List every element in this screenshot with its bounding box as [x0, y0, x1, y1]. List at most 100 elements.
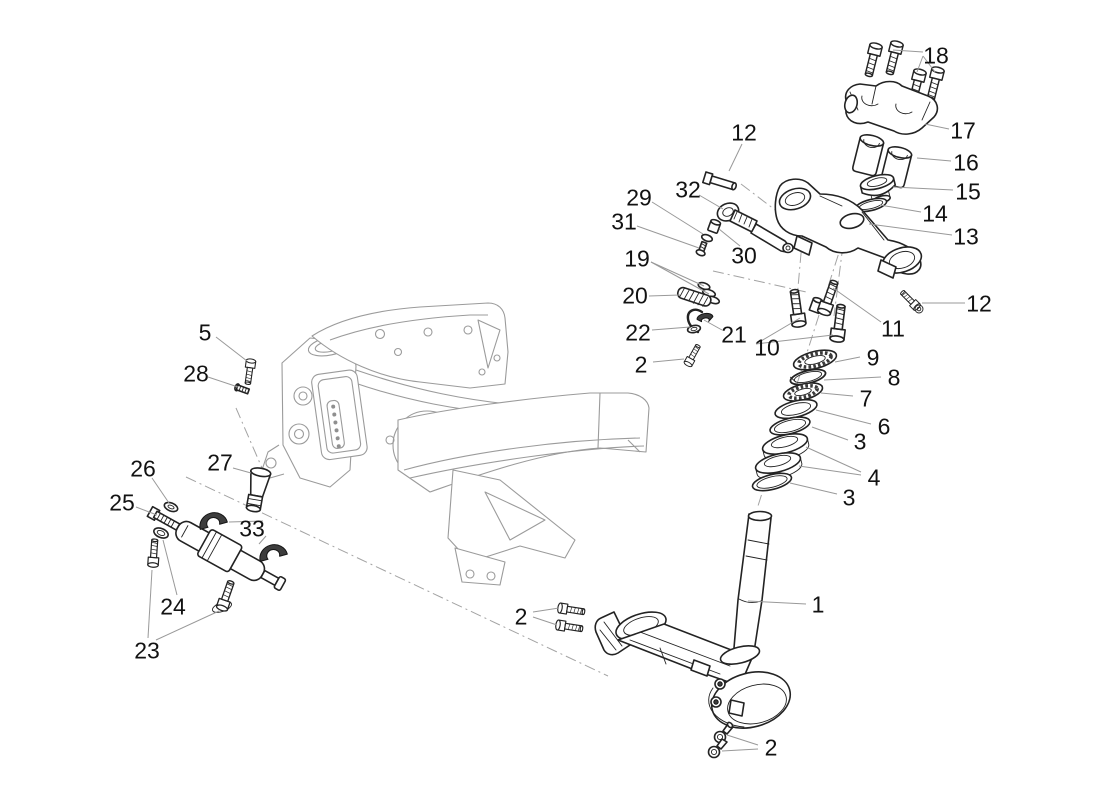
callout-2-3: 2 [765, 734, 778, 760]
part-yoke-bolts [786, 277, 849, 344]
leader-line [755, 317, 801, 345]
leader-line [650, 261, 710, 295]
leader-line [648, 294, 681, 297]
leader-line [747, 600, 807, 605]
construction-line [185, 476, 609, 677]
leader-line [258, 535, 267, 545]
callout-18-21: 18 [923, 42, 949, 68]
part-steering-nut [859, 173, 897, 205]
leader-line [718, 228, 741, 247]
callout-31-34: 31 [611, 208, 637, 234]
leader-line [703, 319, 723, 331]
leader-line [155, 610, 220, 641]
leader-line [532, 616, 558, 626]
callout-11-13: 11 [881, 315, 905, 341]
part-bearing-stack [751, 349, 838, 492]
part-screw-5 [242, 357, 257, 386]
part-top-yoke [774, 178, 923, 279]
callout-23-26: 23 [134, 637, 160, 663]
callout-28-31: 28 [183, 360, 209, 386]
part-screws-2-bottom [707, 721, 734, 759]
leader-line [924, 123, 950, 130]
part-handlebar-upper-clamp [843, 80, 939, 135]
callout-3-5: 3 [843, 484, 856, 510]
callout-17-20: 17 [950, 117, 976, 143]
leader-line [820, 392, 854, 397]
callout-2-1: 2 [635, 351, 648, 377]
leader-line [532, 607, 560, 613]
callout-10-12: 10 [754, 334, 780, 360]
part-handlebar-risers [851, 134, 913, 189]
callout-30-33: 30 [731, 242, 757, 268]
part-bottom-yoke [594, 510, 792, 729]
callout-32-35: 32 [675, 176, 701, 202]
leader-line [721, 748, 759, 752]
part-screws-2-left [554, 602, 587, 635]
leader-line [728, 143, 743, 172]
leader-line [232, 467, 252, 474]
leader-line [789, 482, 838, 495]
part-screw-28 [234, 383, 251, 395]
callout-21-24: 21 [721, 321, 747, 347]
leader-line [651, 326, 691, 331]
callout-19-22: 19 [624, 245, 650, 271]
part-stop-arm [716, 202, 794, 254]
leader-line [868, 223, 953, 236]
callout-25-28: 25 [109, 489, 135, 515]
leader-line [207, 376, 239, 388]
callout-20-23: 20 [622, 282, 648, 308]
callout-numbers: 1222334567891011121213141516171819202122… [109, 42, 992, 760]
construction-line [712, 270, 807, 293]
leader-line [922, 55, 936, 73]
callout-8-10: 8 [888, 364, 901, 390]
leader-line [147, 569, 153, 639]
leader-line [916, 157, 952, 162]
leader-line [726, 734, 759, 746]
leader-line [798, 465, 862, 476]
leader-line [652, 358, 685, 363]
leader-line [879, 204, 922, 213]
leader-line [651, 201, 704, 235]
callout-2-2: 2 [515, 603, 528, 629]
callout-24-27: 24 [160, 593, 186, 619]
leader-line [650, 261, 705, 287]
leader-line [811, 426, 849, 441]
part-pin-12 [701, 171, 738, 191]
callout-12-14: 12 [731, 119, 757, 145]
leader-line [892, 186, 954, 191]
callout-16-19: 16 [953, 149, 979, 175]
callout-7-9: 7 [860, 385, 873, 411]
leader-line [834, 356, 861, 363]
leader-line [823, 376, 882, 381]
leader-line [832, 287, 882, 323]
callout-3-4: 3 [854, 428, 867, 454]
callout-9-11: 9 [867, 344, 880, 370]
leader-line [698, 194, 724, 210]
leader-line [892, 49, 924, 53]
frame-silhouette [261, 302, 650, 586]
leader-lines [135, 49, 965, 752]
leader-line [215, 336, 248, 362]
parts-artwork [146, 39, 946, 759]
leader-line [755, 334, 834, 345]
callout-29-32: 29 [626, 184, 652, 210]
leader-line [135, 506, 158, 516]
leader-line [916, 55, 924, 73]
callout-14-17: 14 [922, 200, 948, 226]
leader-line [151, 477, 170, 504]
callout-27-30: 27 [207, 449, 233, 475]
callout-5-7: 5 [199, 319, 212, 345]
callout-1-0: 1 [812, 591, 825, 617]
callout-6-8: 6 [878, 413, 891, 439]
leader-line [805, 446, 862, 473]
callout-26-29: 26 [130, 455, 156, 481]
part-stop-arm-hardware [695, 218, 722, 257]
leader-line [228, 520, 264, 523]
callout-22-25: 22 [625, 319, 651, 345]
callout-4-6: 4 [868, 464, 881, 490]
leader-line [815, 409, 872, 425]
part-screw-12 [898, 288, 924, 314]
leader-line [636, 225, 700, 249]
